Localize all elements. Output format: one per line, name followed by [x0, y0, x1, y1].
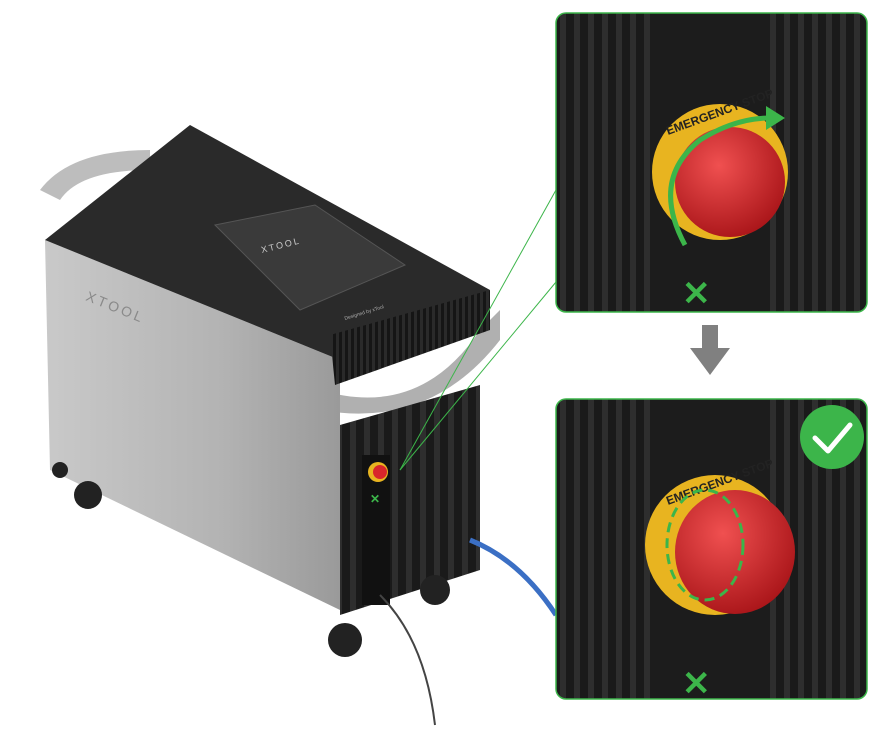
handle-left [40, 150, 150, 200]
callout-lines [399, 189, 557, 471]
xtool-mark-icon: ✕ [682, 665, 711, 703]
panel-border [555, 12, 868, 313]
cable [379, 594, 436, 726]
rotate-arrow-icon [668, 115, 771, 247]
down-arrow-icon [690, 325, 730, 375]
xtool-mark-icon: ✕ [682, 275, 711, 313]
callout-before: EMERGENCY STOP ✕ [555, 12, 868, 313]
raised-indicator [665, 488, 745, 602]
touch-screen [213, 204, 407, 311]
emergency-stop-button[interactable] [373, 465, 387, 479]
water-hose [469, 537, 559, 617]
panel-border [555, 398, 868, 700]
top-heatsink [330, 290, 490, 385]
front-heatsink [340, 385, 480, 615]
status-indicator-icon: ✕ [370, 492, 380, 506]
laser-machine: ✕ XTOOL XTOOL Designed by xTool [40, 125, 559, 726]
emergency-stop-button[interactable] [675, 127, 785, 237]
check-icon [800, 405, 864, 469]
callout-after: EMERGENCY STOP ✕ [555, 398, 868, 703]
emergency-stop-button[interactable] [675, 490, 795, 614]
machine-side-panel [45, 240, 340, 610]
wheels [52, 462, 450, 657]
